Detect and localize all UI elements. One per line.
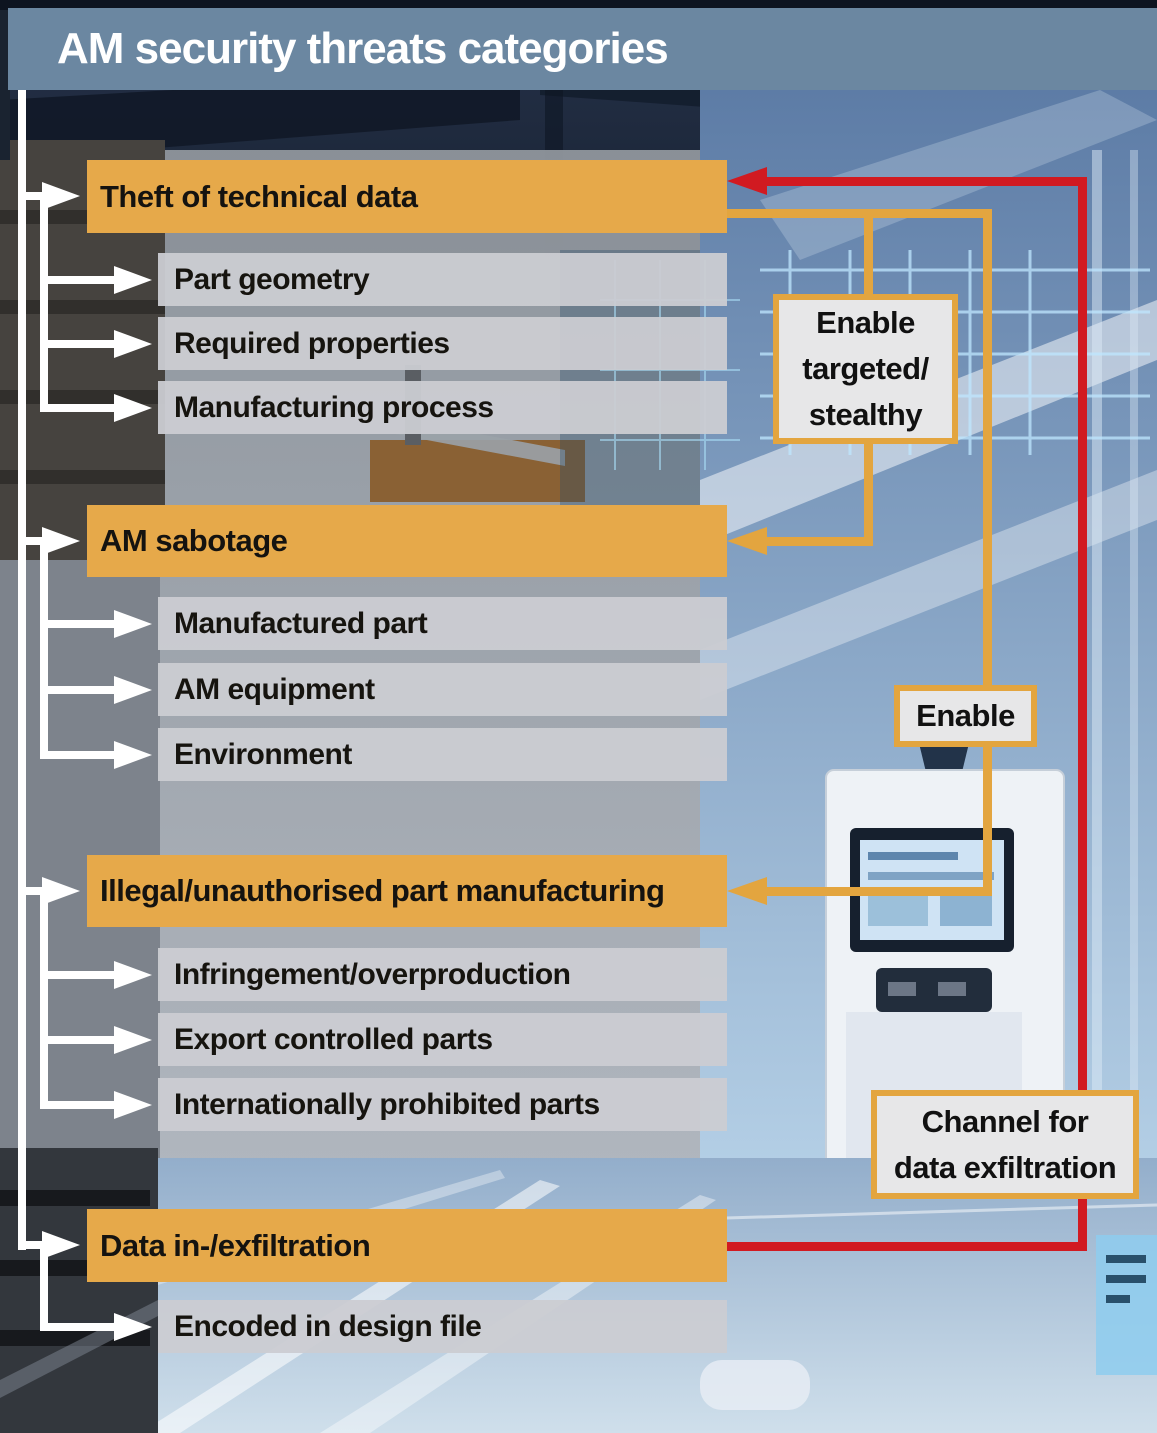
subitem-box: AM equipment [158,663,727,716]
annotation-enable-targeted-stealthy: Enable targeted/ stealthy [773,294,958,444]
subitem-box: Encoded in design file [158,1300,727,1353]
category-arrow-icon [42,877,80,905]
subitem-arrow-shaft [40,404,116,412]
category-label: Theft of technical data [100,178,418,214]
subitem-arrow-icon [114,330,152,358]
red-connector-top [765,177,1087,186]
subitem-arrow-shaft [40,276,116,284]
tree-branch-line [40,537,48,759]
subitem-arrow-icon [114,610,152,638]
annotation-line: Enable [916,698,1015,733]
subitem-arrow-shaft [40,686,116,694]
subitem-label: Infringement/overproduction [174,957,571,991]
red-connector-vertical [1078,177,1087,1251]
subitem-label: Environment [174,737,352,771]
annotation-line: targeted/ [802,351,929,386]
annotation-line: Enable [816,305,915,340]
gold-connector-vertical-2 [983,209,992,896]
subitem-arrow-icon [114,1091,152,1119]
subitem-label: Export controlled parts [174,1022,493,1056]
subitem-box: Infringement/overproduction [158,948,727,1001]
subitem-box: Manufactured part [158,597,727,650]
category-arrow-shaft [18,537,44,545]
gold-connector-top [727,209,992,218]
subitem-label: AM equipment [174,672,375,706]
subitem-box: Environment [158,728,727,781]
subitem-arrow-icon [114,394,152,422]
subitem-box: Export controlled parts [158,1013,727,1066]
category-label: Illegal/unauthorised part manufacturing [100,873,665,908]
tree-branch-line [40,1241,48,1331]
subitem-arrow-shaft [40,751,116,759]
subitem-arrow-icon [114,1026,152,1054]
subitem-arrow-shaft [40,971,116,979]
gold-connector-to-illegal [765,887,992,896]
subitem-arrow-icon [114,676,152,704]
subitem-arrow-shaft [40,1101,116,1109]
subitem-label: Manufactured part [174,606,428,640]
red-arrow-icon [727,167,767,195]
category-arrow-icon [42,1231,80,1259]
subitem-arrow-shaft [40,1036,116,1044]
annotation-enable: Enable [894,685,1037,747]
subitem-label: Manufacturing process [174,390,494,424]
category-box-exfiltration: Data in-/exfiltration [87,1209,727,1282]
category-box-theft: Theft of technical data [87,160,727,233]
category-label: Data in-/exfiltration [100,1227,371,1263]
category-box-sabotage: AM sabotage [87,505,727,577]
subitem-arrow-icon [114,741,152,769]
category-label: AM sabotage [100,523,288,558]
subitem-label: Internationally prohibited parts [174,1087,600,1121]
red-connector-bottom [727,1242,1087,1251]
annotation-line: stealthy [808,397,923,432]
subitem-arrow-shaft [40,340,116,348]
annotation-channel-for-data-exfiltration: Channel for data exfiltration [871,1090,1139,1199]
subitem-box: Required properties [158,317,727,370]
subitem-arrow-shaft [40,620,116,628]
category-arrow-shaft [18,192,44,200]
subitem-label: Part geometry [174,262,370,296]
subitem-label: Required properties [174,326,450,360]
category-arrow-icon [42,527,80,555]
category-arrow-icon [42,182,80,210]
category-arrow-shaft [18,1241,44,1249]
subitem-arrow-shaft [40,1323,116,1331]
subitem-arrow-icon [114,266,152,294]
annotation-line: data exfiltration [893,1149,1117,1185]
page-title: AM security threats categories [57,24,669,73]
subitem-label: Encoded in design file [174,1309,482,1343]
annotation-line: Channel for [921,1103,1089,1139]
subitem-box: Part geometry [158,253,727,306]
subitem-arrow-icon [114,961,152,989]
tree-trunk-line [18,49,26,1250]
gold-arrow-icon [727,527,767,555]
header-bar: AM security threats categories [8,8,1157,90]
tree-branch-line [40,887,48,1109]
subitem-box: Internationally prohibited parts [158,1078,727,1131]
gold-connector-to-sabotage [765,537,873,546]
subitem-arrow-icon [114,1313,152,1341]
category-box-illegal: Illegal/unauthorised part manufacturing [87,855,727,927]
subitem-box: Manufacturing process [158,381,727,434]
tree-branch-line [40,192,48,411]
category-arrow-shaft [18,887,44,895]
gold-arrow-icon [727,877,767,905]
